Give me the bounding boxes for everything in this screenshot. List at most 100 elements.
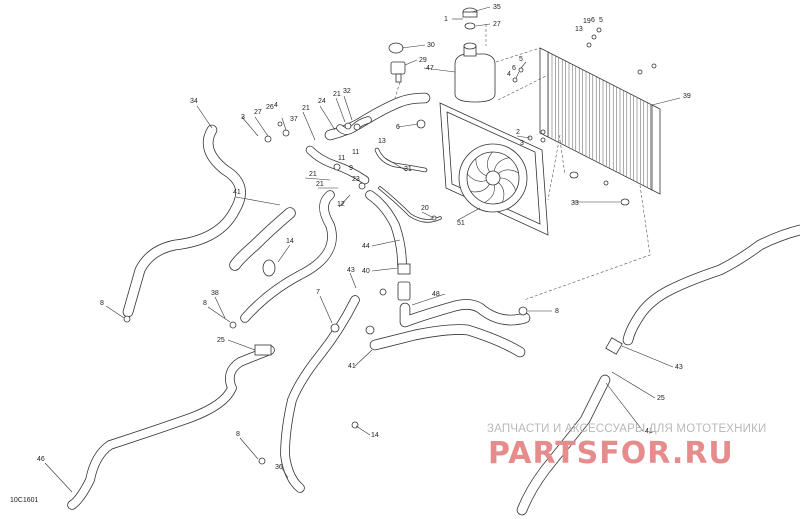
leader-line <box>621 345 674 368</box>
watermark-logo: PARTSFOR.RU <box>488 436 734 471</box>
leader-line <box>421 211 435 219</box>
callout-19: 19 <box>583 18 591 25</box>
diagram-reference-code: 10C1601 <box>10 497 39 504</box>
callout-6: 6 <box>591 17 595 24</box>
callout-34: 34 <box>190 98 198 105</box>
callout-4: 4 <box>274 102 278 109</box>
callout-8: 8 <box>236 431 240 438</box>
leader-line <box>401 44 426 49</box>
expansion-tank <box>454 42 496 103</box>
reference-lines <box>394 24 651 301</box>
callout-7: 7 <box>316 289 320 296</box>
callout-47: 47 <box>426 65 434 72</box>
callout-43: 43 <box>347 267 355 274</box>
leader-line <box>235 196 281 206</box>
leader-line <box>281 467 289 479</box>
leader-line <box>651 97 681 106</box>
callout-11: 11 <box>352 149 359 156</box>
callout-11: 11 <box>338 155 345 162</box>
callout-33: 33 <box>571 200 579 207</box>
callout-24: 24 <box>318 98 326 105</box>
leader-line <box>475 23 491 27</box>
cap <box>388 42 404 54</box>
hose-41-bottom <box>516 374 611 516</box>
leader-line <box>349 272 357 289</box>
leader-line <box>214 296 226 319</box>
leader-line <box>516 135 531 139</box>
hose-31 <box>374 147 428 173</box>
leader-line <box>302 111 316 141</box>
callout-3: 3 <box>241 114 245 121</box>
callout-32: 32 <box>343 88 351 95</box>
callout-27: 27 <box>493 21 501 28</box>
callout-21: 21 <box>309 171 317 178</box>
callout-20: 20 <box>421 205 429 212</box>
leader-line <box>471 6 491 13</box>
callout-6: 6 <box>396 124 400 131</box>
callout-26: 26 <box>266 104 274 111</box>
callout-4: 4 <box>507 71 511 78</box>
callout-27: 27 <box>254 109 262 116</box>
callout-29: 29 <box>419 57 427 64</box>
hose-36 <box>280 295 360 493</box>
leader-line <box>254 116 269 137</box>
callout-14: 14 <box>286 238 294 245</box>
callout-12: 12 <box>337 201 345 208</box>
fan-blade <box>498 182 505 203</box>
leader-line <box>611 371 656 399</box>
leader-line <box>304 177 331 181</box>
callout-1: 1 <box>444 16 448 23</box>
fan-blade <box>470 183 490 193</box>
hose-41-upper <box>229 207 296 271</box>
leader-line <box>423 67 456 73</box>
hose-44 <box>365 190 407 270</box>
callout-6: 6 <box>512 65 516 72</box>
callout-8: 8 <box>100 300 104 307</box>
callout-37: 37 <box>290 116 298 123</box>
leader-line <box>105 305 125 319</box>
callout-25: 25 <box>657 395 665 402</box>
callout-36: 36 <box>275 464 283 471</box>
leader-line <box>397 123 419 128</box>
hose-46 <box>67 345 275 510</box>
fan-blade <box>487 151 493 173</box>
leader-line <box>354 349 373 367</box>
hose-48 <box>399 299 531 328</box>
leader-line <box>227 339 256 351</box>
fan-blade <box>498 169 519 174</box>
callout-8: 8 <box>203 300 207 307</box>
leader-line <box>207 306 231 323</box>
fan-shroud <box>439 102 549 236</box>
leader-line <box>241 116 259 137</box>
callout-25: 25 <box>217 337 225 344</box>
leader-line <box>411 293 446 306</box>
callout-13: 13 <box>575 26 583 33</box>
hose-20 <box>378 186 442 223</box>
leader-line <box>457 207 481 221</box>
callout-39: 39 <box>683 93 691 100</box>
hose-group <box>67 92 800 516</box>
hose-34 <box>122 124 246 318</box>
callout-21: 21 <box>333 91 341 98</box>
callout-8: 8 <box>555 308 559 315</box>
leader-line <box>196 105 213 129</box>
callout-31: 31 <box>404 166 412 173</box>
fan-blade <box>467 173 487 182</box>
valve <box>390 61 406 83</box>
fan-blade <box>484 184 495 203</box>
callout-3: 3 <box>520 140 524 147</box>
leader-line <box>355 425 371 436</box>
leader-line <box>404 59 418 66</box>
leader-line <box>371 239 401 247</box>
leader-line <box>605 382 644 432</box>
callout-41: 41 <box>645 428 653 435</box>
callout-9: 9 <box>349 165 353 172</box>
callout-35: 35 <box>493 4 501 11</box>
leader-line <box>384 157 408 172</box>
callout-5: 5 <box>519 56 523 63</box>
callout-23: 23 <box>352 176 360 183</box>
leader-line <box>338 194 351 208</box>
leader-line <box>371 267 399 272</box>
leader-line <box>277 244 291 263</box>
fan-blade <box>475 158 487 176</box>
